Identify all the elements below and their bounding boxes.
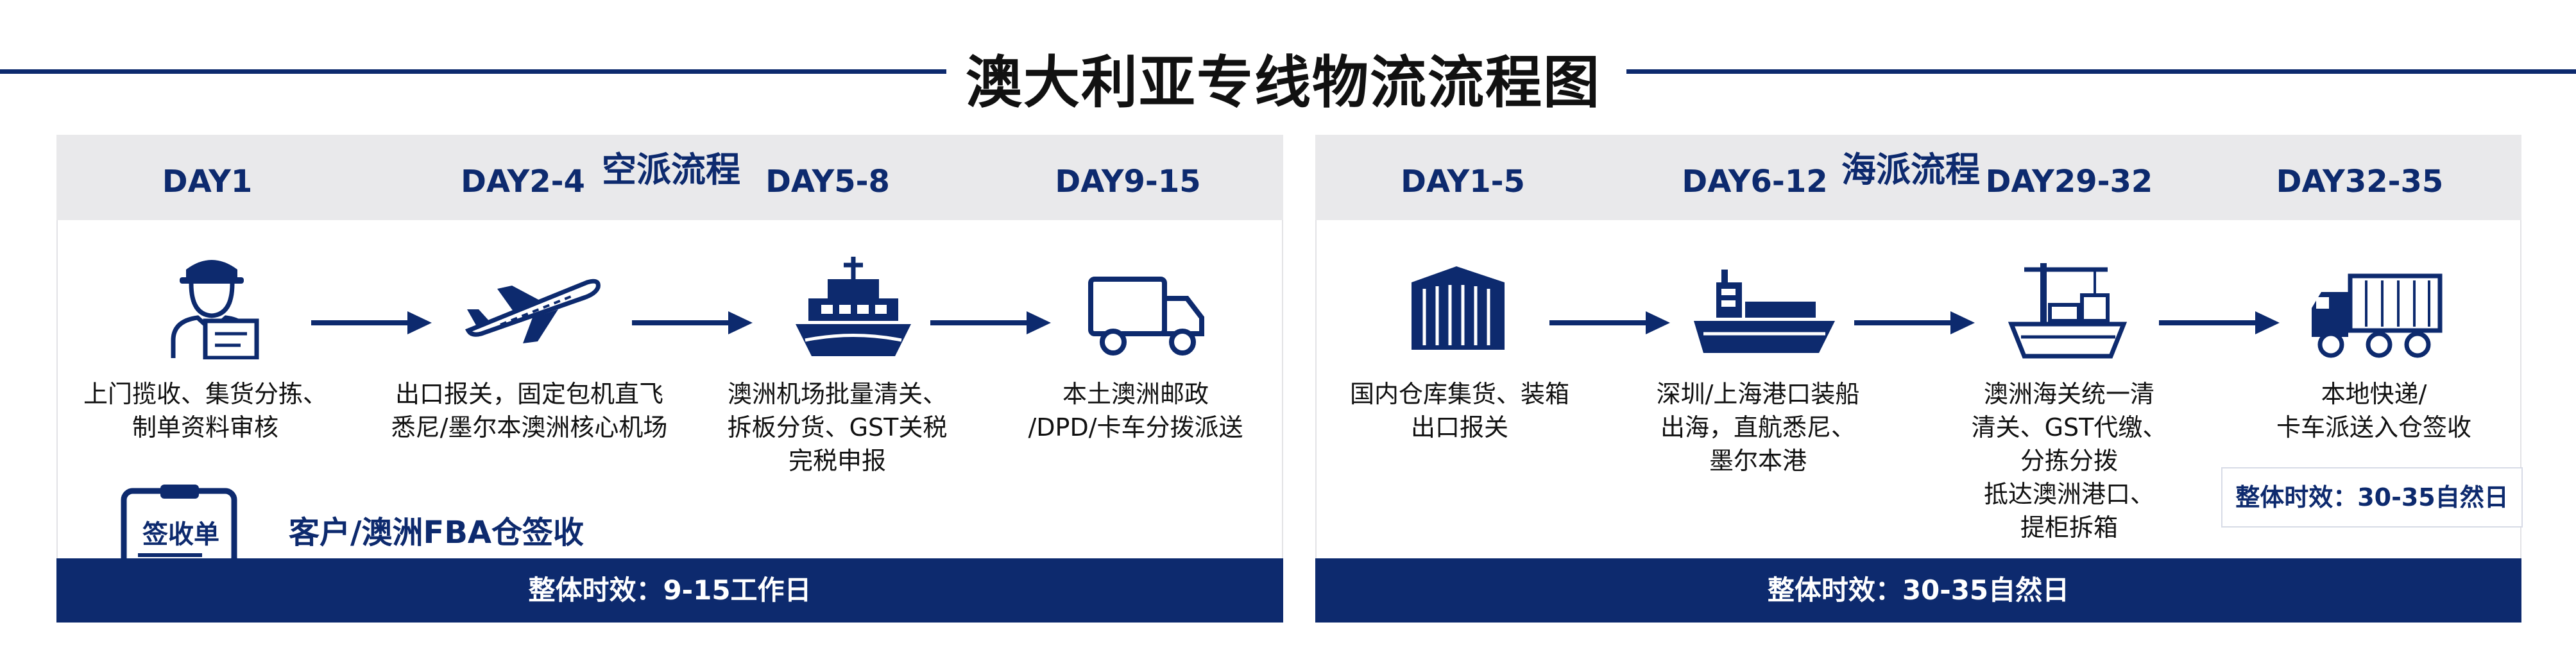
- air-day-1: DAY1: [162, 164, 253, 200]
- arrow-right-icon: [930, 311, 1051, 334]
- arrow-right-icon: [2159, 311, 2280, 334]
- air-panel-body: [56, 220, 1283, 602]
- page-title: 澳大利亚专线物流流程图: [965, 49, 1601, 116]
- arrow-right-icon: [311, 311, 432, 334]
- sea-panel-body: [1315, 220, 2521, 602]
- sea-step-4-text: 本地快递/卡车派送入仓签收: [2276, 380, 2471, 442]
- sea-duration-badge: 整体时效：30-35自然日: [2221, 467, 2523, 528]
- air-day-2: DAY2-4: [461, 164, 585, 200]
- air-step-2-text: 出口报关，固定包机直飞悉尼/墨尔本澳洲核心机场: [391, 380, 668, 442]
- port-crane-ship-icon: [2008, 263, 2127, 359]
- air-step-4-text: 本土澳洲邮政/DPD/卡车分拨派送: [1028, 380, 1243, 442]
- container-truck-icon: [2312, 273, 2443, 358]
- sea-step-1-text: 国内仓库集货、装箱出口报关: [1349, 380, 1569, 442]
- title-rule-left: [0, 69, 946, 74]
- courier-icon: [171, 260, 259, 359]
- air-total-bar: 整体时效：9-15工作日: [56, 558, 1283, 623]
- sea-step-3-text: 澳洲海关统一清清关、GST代缴、分拣分拨抵达澳洲港口、提柜拆箱: [1971, 380, 2167, 542]
- sea-day-1: DAY1-5: [1401, 164, 1525, 200]
- arrow-right-icon: [632, 311, 753, 334]
- airplane-icon: [465, 279, 601, 343]
- cargo-ship-icon: [1694, 270, 1835, 353]
- truck-icon: [1088, 277, 1204, 356]
- sea-panel-title: 海派流程: [1841, 150, 1980, 190]
- air-panel: 空派流程 DAY1 DAY2-4 DAY5-8 DAY9-15: [56, 135, 1283, 602]
- title-rule-right: [1626, 69, 2576, 74]
- container-icon: [1412, 266, 1505, 350]
- ship-icon: [796, 257, 911, 356]
- sea-day-4: DAY32-35: [2276, 164, 2444, 200]
- sign-doc-label: 签收单: [142, 520, 219, 549]
- arrow-right-icon: [1549, 311, 1670, 334]
- air-panel-header: [56, 135, 1283, 220]
- sea-total-bar: 整体时效：30-35自然日: [1315, 558, 2521, 623]
- sea-day-3: DAY29-32: [1985, 164, 2153, 200]
- sea-panel-header: [1315, 135, 2521, 220]
- air-day-3: DAY5-8: [765, 164, 890, 200]
- air-step-1-text: 上门揽收、集货分拣、制单资料审核: [83, 380, 327, 442]
- air-day-4: DAY9-15: [1055, 164, 1201, 200]
- air-step-3-text: 澳洲机场批量清关、拆板分货、GST关税完税申报: [727, 380, 948, 475]
- sea-day-2: DAY6-12: [1682, 164, 1828, 200]
- arrow-right-icon: [1854, 311, 1975, 334]
- air-panel-title: 空派流程: [602, 150, 740, 190]
- sign-text: 客户/澳洲FBA仓签收: [289, 515, 584, 551]
- sea-step-2-text: 深圳/上海港口装船出海，直航悉尼、墨尔本港: [1656, 380, 1860, 475]
